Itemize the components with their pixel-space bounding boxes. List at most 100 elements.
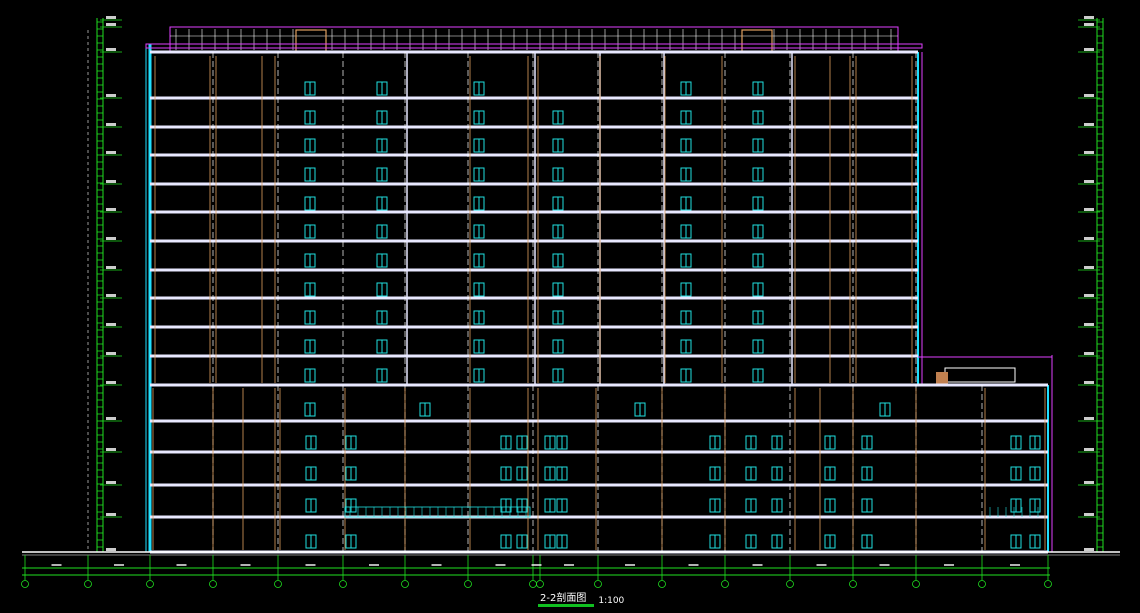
window-symbol bbox=[500, 466, 512, 481]
window-symbol bbox=[304, 196, 316, 211]
level-mark bbox=[106, 266, 116, 269]
level-mark bbox=[106, 208, 116, 211]
level-mark bbox=[106, 94, 116, 97]
window-symbol bbox=[1010, 466, 1022, 481]
window-symbol bbox=[771, 466, 783, 481]
window-symbol bbox=[752, 253, 764, 268]
dimension-text-mark bbox=[369, 564, 379, 566]
level-mark bbox=[1084, 548, 1094, 551]
window-symbol bbox=[752, 368, 764, 383]
level-mark bbox=[1084, 266, 1094, 269]
level-mark bbox=[106, 123, 116, 126]
floor-slab-upper bbox=[150, 50, 918, 54]
axis-bubble bbox=[536, 580, 544, 588]
level-mark bbox=[1084, 48, 1094, 51]
axis-bubble bbox=[401, 580, 409, 588]
window-symbol bbox=[680, 196, 692, 211]
axis-bubble bbox=[594, 580, 602, 588]
floor-slab-lower bbox=[150, 419, 1048, 423]
axis-bubble bbox=[658, 580, 666, 588]
window-symbol bbox=[1010, 435, 1022, 450]
window-symbol bbox=[345, 466, 357, 481]
window-symbol bbox=[376, 282, 388, 297]
window-symbol bbox=[1029, 435, 1041, 450]
window-symbol bbox=[709, 498, 721, 513]
window-symbol bbox=[1029, 498, 1041, 513]
floor-slabs bbox=[145, 43, 1048, 554]
axis-bubble bbox=[721, 580, 729, 588]
window-symbol bbox=[304, 339, 316, 354]
window-symbol bbox=[376, 339, 388, 354]
level-mark bbox=[106, 352, 116, 355]
level-mark bbox=[1084, 381, 1094, 384]
level-mark bbox=[106, 48, 116, 51]
level-mark bbox=[106, 448, 116, 451]
floor-slab-upper bbox=[150, 239, 918, 243]
window-symbol bbox=[304, 310, 316, 325]
level-mark bbox=[106, 294, 116, 297]
window-symbol bbox=[752, 339, 764, 354]
floor-slab-upper bbox=[150, 268, 918, 272]
window-symbol bbox=[473, 224, 485, 239]
window-symbol bbox=[1029, 466, 1041, 481]
level-mark bbox=[106, 417, 116, 420]
window-symbol bbox=[552, 253, 564, 268]
dimension-text-mark bbox=[495, 564, 506, 566]
dimension-text-mark bbox=[688, 564, 699, 566]
axis-bubble bbox=[21, 580, 29, 588]
window-symbol bbox=[376, 138, 388, 153]
window-symbol bbox=[556, 498, 568, 513]
window-symbol bbox=[516, 466, 528, 481]
level-mark bbox=[106, 381, 116, 384]
axis-bubble bbox=[912, 580, 920, 588]
window-symbol bbox=[473, 110, 485, 125]
level-mark bbox=[106, 151, 116, 154]
axis-bubble bbox=[464, 580, 472, 588]
window-symbol bbox=[304, 224, 316, 239]
window-symbol bbox=[345, 435, 357, 450]
window-symbol bbox=[824, 534, 836, 549]
window-symbol bbox=[305, 498, 317, 513]
window-symbol bbox=[824, 435, 836, 450]
window-symbol bbox=[376, 224, 388, 239]
window-symbol bbox=[879, 402, 891, 417]
window-symbol bbox=[304, 402, 316, 417]
floor-slab-upper bbox=[150, 153, 918, 157]
window-symbol bbox=[861, 466, 873, 481]
axis-bubble bbox=[786, 580, 794, 588]
level-mark bbox=[1084, 352, 1094, 355]
level-mark bbox=[1084, 180, 1094, 183]
window-symbol bbox=[304, 282, 316, 297]
level-mark bbox=[1084, 448, 1094, 451]
window-symbol bbox=[861, 498, 873, 513]
floor-slab-upper bbox=[150, 354, 918, 358]
window-symbol bbox=[552, 138, 564, 153]
window-symbol bbox=[376, 167, 388, 182]
window-symbol bbox=[544, 466, 556, 481]
window-symbol bbox=[473, 81, 485, 96]
window-symbol bbox=[376, 196, 388, 211]
partition-walls bbox=[152, 56, 1046, 550]
window-symbol bbox=[304, 368, 316, 383]
window-symbol bbox=[556, 466, 568, 481]
window-symbol bbox=[752, 110, 764, 125]
level-mark bbox=[106, 180, 116, 183]
level-mark bbox=[1084, 123, 1094, 126]
dimension-text-mark bbox=[1010, 564, 1020, 566]
drawing-title-block: 2-2剖面图 1:100 bbox=[538, 591, 624, 607]
level-mark bbox=[1084, 237, 1094, 240]
window-symbol bbox=[680, 138, 692, 153]
axis-bubble bbox=[209, 580, 217, 588]
floor-slab-lower bbox=[150, 383, 1048, 387]
level-mark bbox=[106, 323, 116, 326]
level-mark bbox=[1084, 481, 1094, 484]
window-symbol bbox=[1010, 534, 1022, 549]
floor-slab-upper bbox=[150, 125, 918, 129]
window-symbol bbox=[680, 253, 692, 268]
window-symbol bbox=[745, 435, 757, 450]
window-symbol bbox=[771, 435, 783, 450]
window-symbol bbox=[709, 534, 721, 549]
level-mark bbox=[1084, 151, 1094, 154]
window-symbol bbox=[680, 110, 692, 125]
